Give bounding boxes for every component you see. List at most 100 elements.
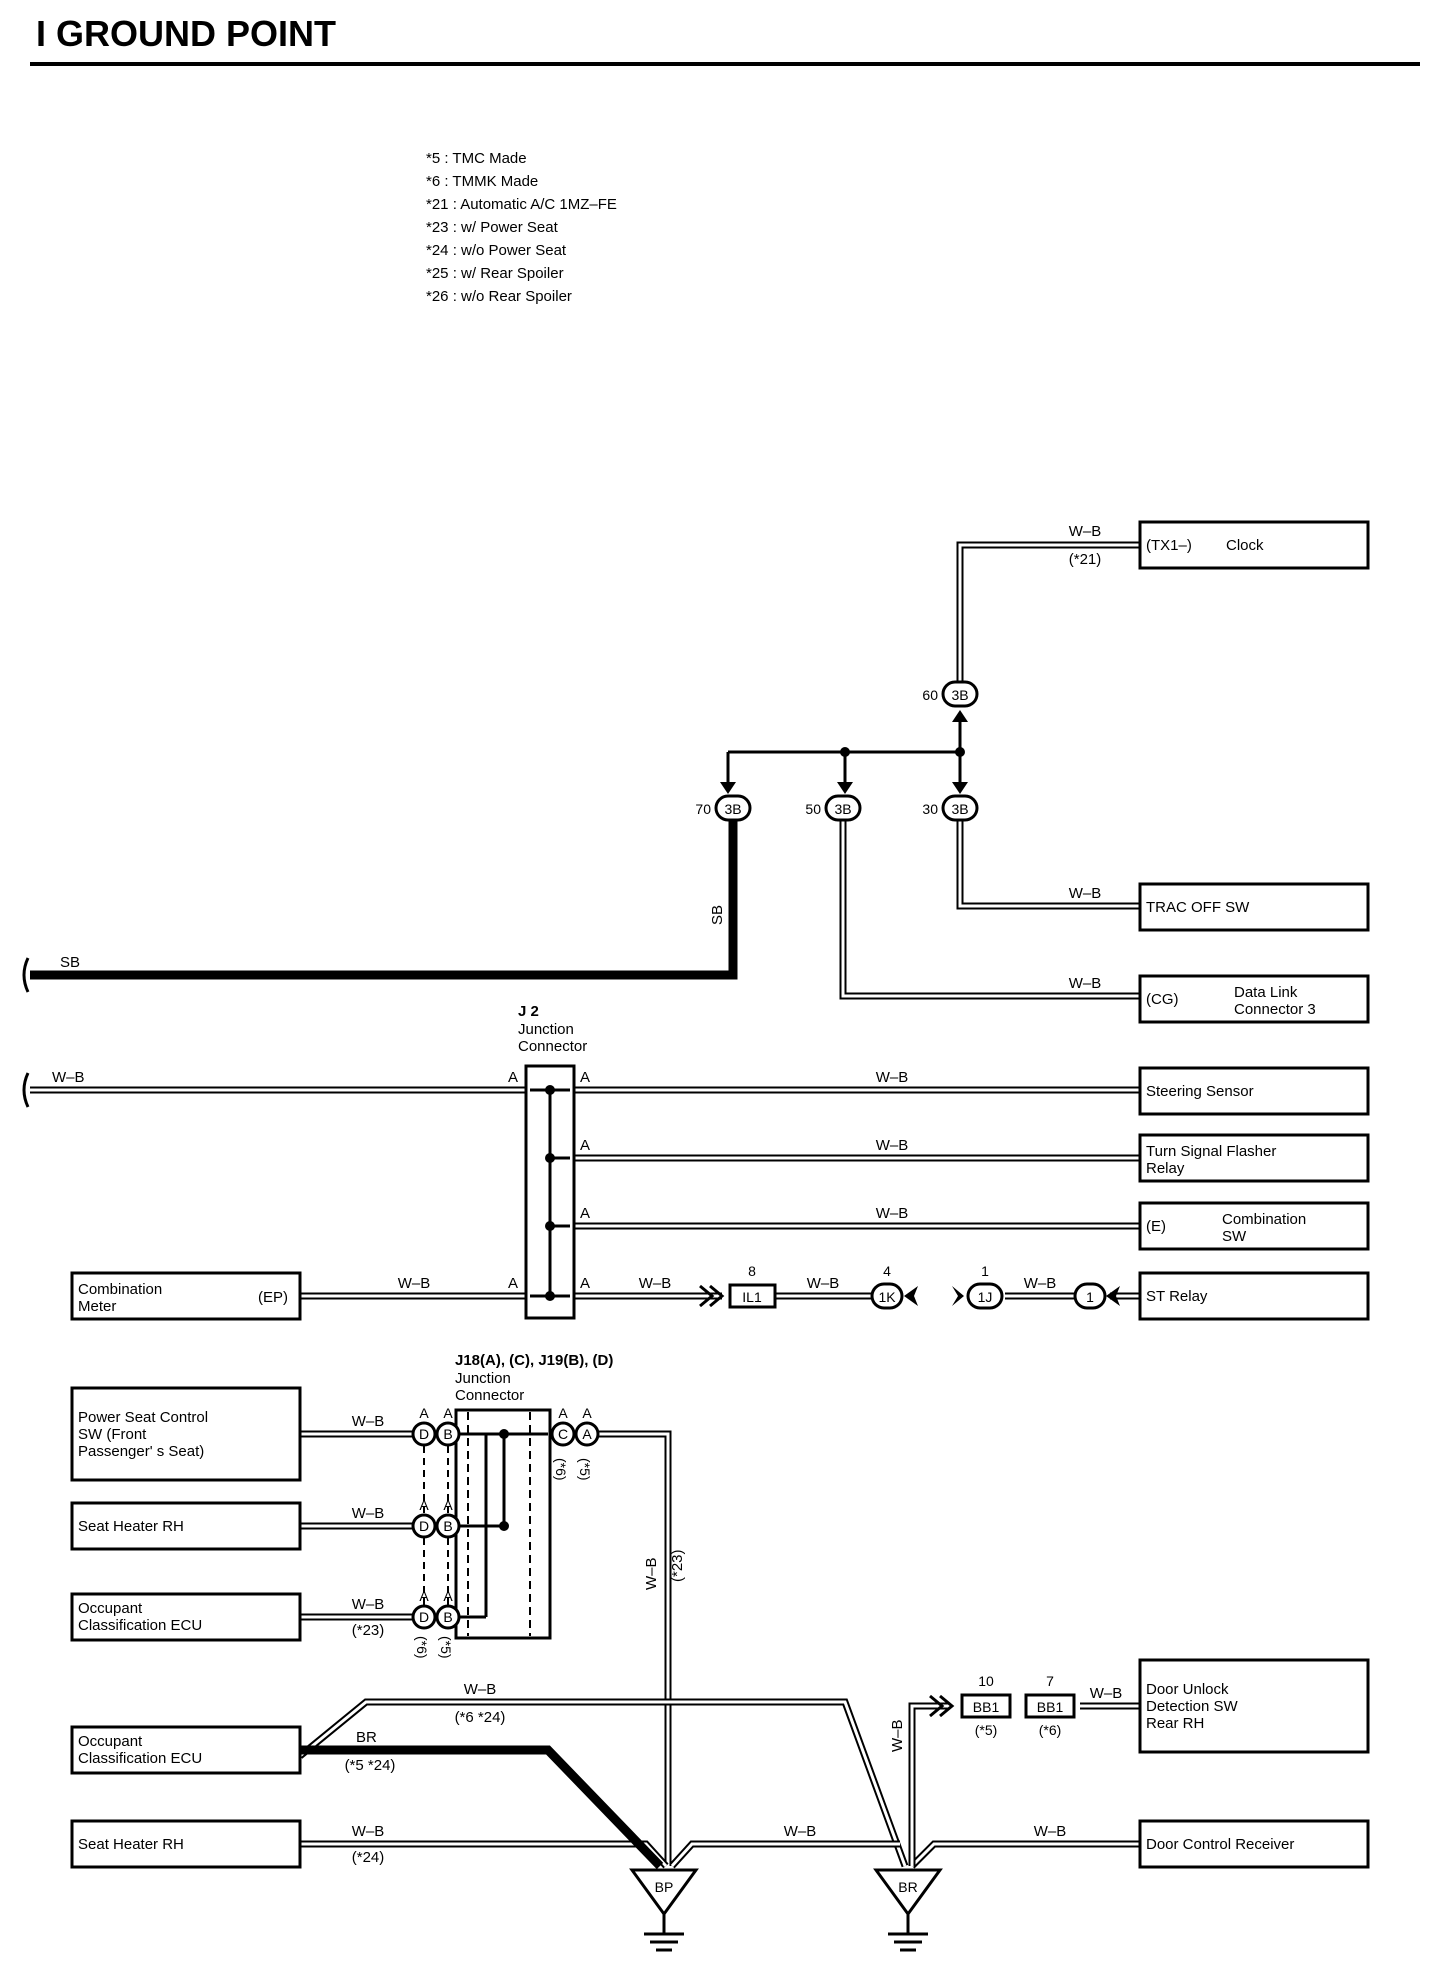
svg-text:BB1: BB1 xyxy=(973,1699,1000,1715)
note: *23 : w/ Power Seat xyxy=(426,219,559,236)
svg-text:W–B: W–B xyxy=(1069,885,1102,902)
svg-text:Door Control Receiver: Door Control Receiver xyxy=(1146,1836,1294,1853)
svg-text:D: D xyxy=(419,1426,429,1442)
svg-text:J 2: J 2 xyxy=(518,1003,539,1020)
svg-text:A: A xyxy=(419,1405,429,1421)
note: *24 : w/o Power Seat xyxy=(426,242,567,259)
svg-text:1J: 1J xyxy=(978,1289,993,1305)
pin-a: A A xyxy=(574,1405,600,1447)
svg-text:IL1: IL1 xyxy=(742,1289,762,1305)
wire-trac-off xyxy=(956,820,1140,910)
svg-text:1K: 1K xyxy=(878,1289,896,1305)
connector-3b-70: 3B 70 xyxy=(695,794,752,822)
svg-text:ST Relay: ST Relay xyxy=(1146,1288,1208,1305)
svg-text:A: A xyxy=(419,1497,429,1513)
note: *21 : Automatic A/C 1MZ–FE xyxy=(426,196,617,213)
svg-text:A: A xyxy=(508,1275,518,1292)
svg-text:Seat Heater RH: Seat Heater RH xyxy=(78,1518,184,1535)
wire-door-ctrl xyxy=(909,1840,1140,1869)
note: *25 : w/ Rear Spoiler xyxy=(426,265,564,282)
variant-note: (*5) xyxy=(577,1458,593,1481)
svg-text:(*24): (*24) xyxy=(352,1849,385,1866)
component-seat-heater-rh: Seat Heater RH xyxy=(70,1501,302,1551)
svg-text:Combination: Combination xyxy=(1222,1211,1306,1228)
note: *5 : TMC Made xyxy=(426,150,527,167)
note: *26 : w/o Rear Spoiler xyxy=(426,288,572,305)
svg-text:A: A xyxy=(580,1069,590,1086)
svg-text:Occupant: Occupant xyxy=(78,1600,143,1617)
svg-text:A: A xyxy=(580,1137,590,1154)
svg-text:3B: 3B xyxy=(724,801,741,817)
pin-d: D A xyxy=(411,1497,437,1539)
svg-text:W–B: W–B xyxy=(398,1275,431,1292)
pin-b: B A xyxy=(435,1588,461,1630)
svg-text:W–B: W–B xyxy=(876,1137,909,1154)
svg-text:Turn Signal Flasher: Turn Signal Flasher xyxy=(1146,1143,1276,1160)
component-occupant-classification-ecu: Occupant Classification ECU xyxy=(70,1725,302,1775)
svg-text:(*23): (*23) xyxy=(352,1622,385,1639)
svg-text:C: C xyxy=(558,1426,568,1442)
svg-text:W–B: W–B xyxy=(464,1681,497,1698)
svg-text:A: A xyxy=(582,1426,592,1442)
svg-text:W–B: W–B xyxy=(352,1823,385,1840)
svg-text:W–B: W–B xyxy=(352,1505,385,1522)
component-turn-signal-flasher-relay: Turn Signal Flasher Relay xyxy=(1138,1133,1370,1183)
svg-text:Detection SW: Detection SW xyxy=(1146,1698,1239,1715)
connector-3b-30: 3B 30 xyxy=(922,794,979,822)
component-occupant-classification-ecu: Occupant Classification ECU xyxy=(70,1592,302,1642)
svg-text:SB: SB xyxy=(709,905,726,925)
svg-text:A: A xyxy=(419,1588,429,1604)
svg-text:A: A xyxy=(443,1405,453,1421)
svg-text:A: A xyxy=(580,1205,590,1222)
svg-text:(*6 *24): (*6 *24) xyxy=(455,1709,506,1726)
wires-double xyxy=(30,541,1140,1869)
svg-text:60: 60 xyxy=(922,687,938,703)
page-title: I GROUND POINT xyxy=(36,13,336,54)
connector-1j: 1J 1 xyxy=(952,1263,1004,1310)
svg-text:10: 10 xyxy=(978,1673,994,1689)
svg-text:Meter: Meter xyxy=(78,1298,116,1315)
pin-b: B A xyxy=(435,1405,461,1447)
break-symbol xyxy=(22,957,30,993)
svg-text:(*5 *24): (*5 *24) xyxy=(345,1757,396,1774)
component-seat-heater-rh: Seat Heater RH xyxy=(70,1819,302,1869)
component-combination-meter: Combination Meter (EP) xyxy=(70,1271,302,1321)
svg-text:4: 4 xyxy=(883,1263,891,1279)
svg-text:J18(A), (C), J19(B), (D): J18(A), (C), J19(B), (D) xyxy=(455,1352,613,1369)
svg-text:A: A xyxy=(580,1275,590,1292)
svg-text:BR: BR xyxy=(898,1879,917,1895)
svg-text:Connector: Connector xyxy=(518,1038,587,1055)
svg-text:W–B: W–B xyxy=(52,1069,85,1086)
svg-text:Connector 3: Connector 3 xyxy=(1234,1001,1316,1018)
component-trac-off-sw: TRAC OFF SW xyxy=(1138,882,1370,932)
variant-note: (*6) xyxy=(553,1458,569,1481)
svg-text:W–B: W–B xyxy=(639,1275,672,1292)
svg-text:SW: SW xyxy=(1222,1228,1247,1245)
svg-text:1: 1 xyxy=(1086,1289,1094,1305)
pin-b: B A xyxy=(435,1497,461,1539)
svg-text:Relay: Relay xyxy=(1146,1160,1185,1177)
component-st-relay: ST Relay xyxy=(1138,1271,1370,1321)
svg-text:Data Link: Data Link xyxy=(1234,984,1298,1001)
ground-bp: BP xyxy=(629,1868,699,1952)
svg-text:(E): (E) xyxy=(1146,1218,1166,1235)
svg-text:W–B: W–B xyxy=(876,1069,909,1086)
svg-text:(EP): (EP) xyxy=(258,1289,288,1306)
svg-text:W–B: W–B xyxy=(1069,523,1102,540)
svg-text:TRAC OFF SW: TRAC OFF SW xyxy=(1146,899,1250,916)
svg-text:W–B: W–B xyxy=(1024,1275,1057,1292)
svg-text:Combination: Combination xyxy=(78,1281,162,1298)
svg-text:(TX1–): (TX1–) xyxy=(1146,537,1192,554)
svg-text:Steering Sensor: Steering Sensor xyxy=(1146,1083,1254,1100)
svg-text:D: D xyxy=(419,1518,429,1534)
j18-pins: D A B A D A B A D A B A C xyxy=(411,1405,600,1659)
svg-text:W–B: W–B xyxy=(1090,1685,1123,1702)
svg-text:(*6): (*6) xyxy=(1039,1722,1062,1738)
wire-j18-to-bp xyxy=(598,1430,672,1866)
connector-1: 1 xyxy=(1073,1282,1120,1310)
svg-text:Connector: Connector xyxy=(455,1387,524,1404)
svg-text:3B: 3B xyxy=(834,801,851,817)
svg-text:70: 70 xyxy=(695,801,711,817)
note: *6 : TMMK Made xyxy=(426,173,538,190)
pin-c: C A xyxy=(550,1405,576,1447)
